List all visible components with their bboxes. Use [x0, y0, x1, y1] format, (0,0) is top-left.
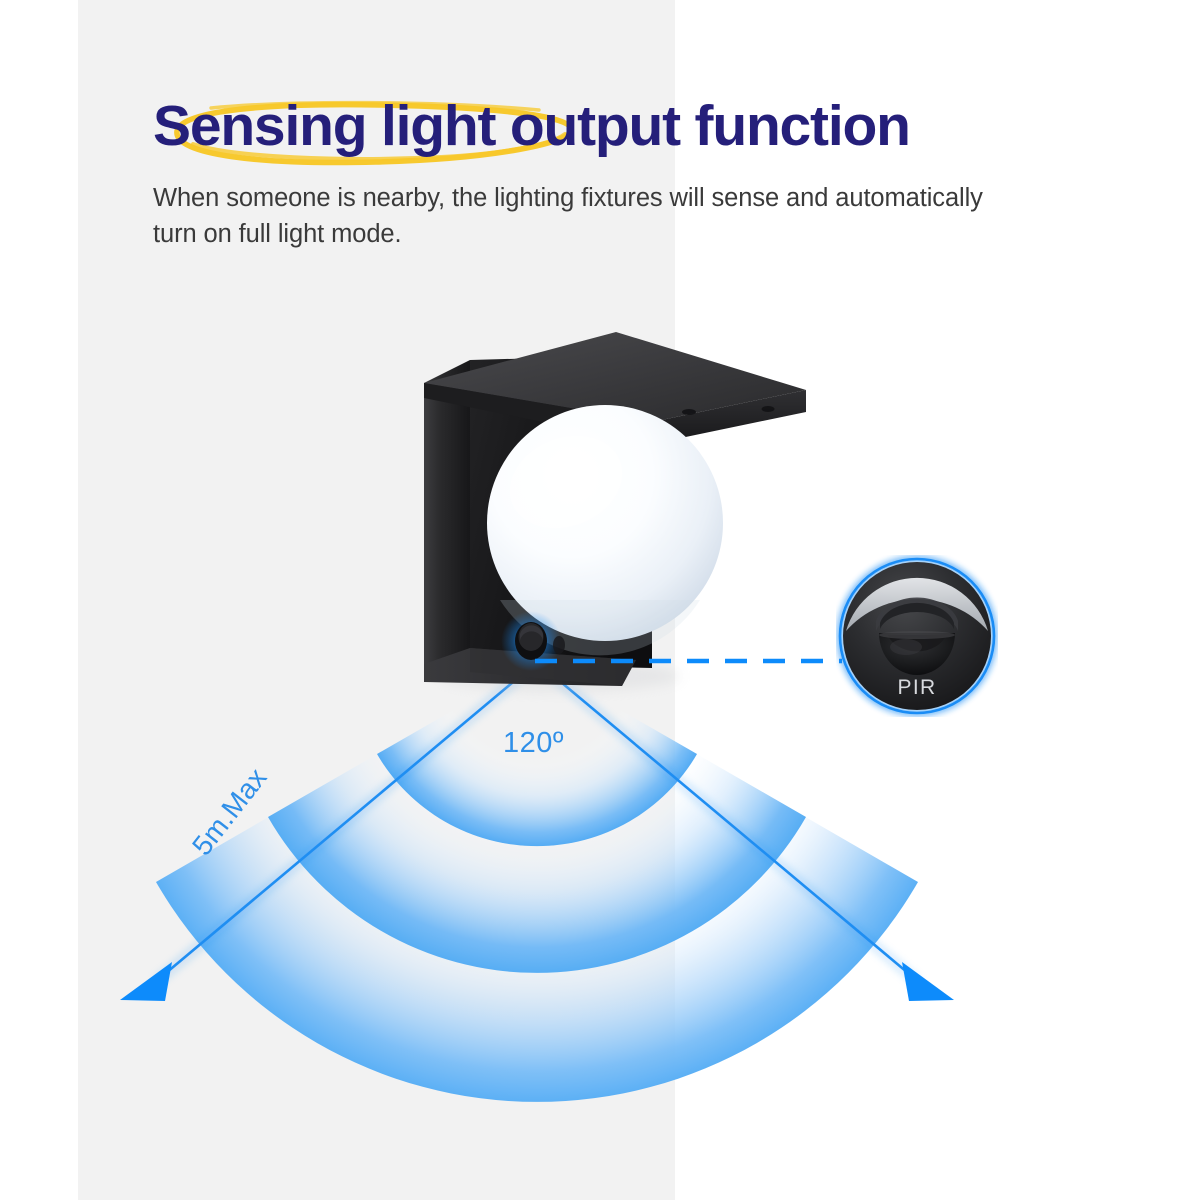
arrow-head-right-icon: [902, 962, 954, 1001]
pir-callout-svg: [837, 556, 997, 716]
page-title: Sensing light output function: [153, 94, 911, 158]
callout-ring: [838, 557, 996, 715]
page-subtitle: When someone is nearby, the lighting fix…: [153, 183, 983, 248]
header-block: Sensing light output function When someo…: [153, 94, 1033, 252]
detection-angle-label: 120º: [503, 727, 564, 759]
title-wrapper: Sensing light output function: [153, 94, 911, 166]
callout-top-sheen: [846, 577, 988, 631]
pir-label: PIR: [897, 676, 937, 699]
pir-callout: PIR: [836, 555, 998, 717]
bracket-screw-slot: [682, 409, 696, 415]
bracket-screw-slot: [761, 406, 775, 412]
